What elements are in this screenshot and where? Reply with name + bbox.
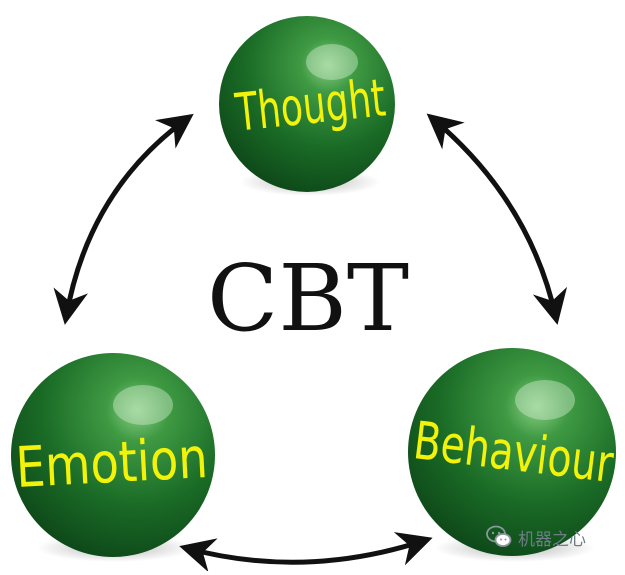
ball-emotion bbox=[11, 353, 215, 557]
center-label-cbt: CBT bbox=[207, 245, 409, 352]
ball-behaviour bbox=[408, 348, 616, 556]
arrow-thought-behaviour bbox=[426, 113, 568, 325]
node-behaviour: Behaviour bbox=[408, 348, 617, 562]
ball-thought bbox=[219, 16, 395, 192]
ball-highlight bbox=[515, 380, 575, 420]
node-emotion: Emotion bbox=[11, 353, 215, 562]
label-emotion: Emotion bbox=[14, 426, 209, 501]
watermark: 机器之心 bbox=[486, 524, 586, 550]
ball-highlight bbox=[306, 44, 358, 80]
node-thought: Thought bbox=[219, 16, 395, 196]
watermark-text: 机器之心 bbox=[518, 529, 586, 550]
arrow-thought-emotion bbox=[53, 113, 194, 325]
ball-highlight bbox=[113, 385, 173, 425]
wechat-icon bbox=[486, 525, 512, 547]
arrow-emotion-behaviour bbox=[179, 532, 433, 573]
